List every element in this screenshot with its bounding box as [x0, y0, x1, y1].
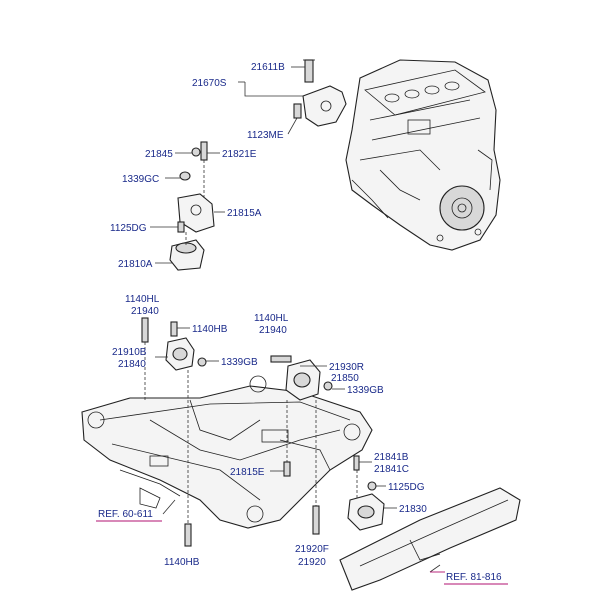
label-21841B: 21841B — [374, 452, 409, 463]
label-21930R: 21930R — [329, 362, 364, 373]
label-1339GB-left: 1339GB — [221, 357, 258, 368]
label-21920F: 21920F — [295, 544, 329, 555]
label-1140HL-left: 1140HL — [125, 294, 160, 305]
label-1140HL-right: 1140HL — [254, 313, 289, 324]
label-1339GB-right: 1339GB — [347, 385, 384, 396]
part-labels: 21611B 21670S 1123ME 21845 21821E 1339GC… — [110, 62, 427, 568]
label-21920: 21920 — [298, 557, 326, 568]
label-21810A: 21810A — [118, 259, 153, 270]
label-1140HB-bottom: 1140HB — [164, 557, 200, 568]
label-21910B: 21910B — [112, 347, 147, 358]
label-21845: 21845 — [145, 149, 173, 160]
mount-assembly-21810A — [169, 141, 215, 271]
label-1125DG-top: 1125DG — [110, 223, 147, 234]
label-21841C: 21841C — [374, 464, 409, 475]
label-21821E: 21821E — [222, 149, 257, 160]
transmission-mount-21830 — [184, 455, 521, 591]
mount-21930R — [270, 355, 333, 477]
label-21940-left: 21940 — [131, 306, 159, 317]
label-1123ME: 1123ME — [247, 130, 284, 141]
label-21670S: 21670S — [192, 78, 227, 89]
label-21830: 21830 — [399, 504, 427, 515]
label-21815A: 21815A — [227, 208, 262, 219]
label-1140HB-left: 1140HB — [192, 324, 228, 335]
mount-21910B — [141, 317, 207, 371]
label-21611B: 21611B — [251, 62, 285, 73]
engine-block-illustration — [345, 59, 501, 251]
subframe-illustration — [81, 375, 373, 529]
label-21940-right: 21940 — [259, 325, 287, 336]
label-21840: 21840 — [118, 359, 146, 370]
leader-lines — [144, 66, 441, 573]
ref-link-60-611[interactable]: REF. 60-611 — [96, 509, 162, 522]
ref-81-816-text[interactable]: REF. 81-816 — [446, 572, 502, 583]
ref-60-611-text[interactable]: REF. 60-611 — [98, 509, 153, 520]
label-21815E: 21815E — [230, 467, 265, 478]
mount-bracket-21670S — [293, 59, 347, 127]
ref-link-81-816[interactable]: REF. 81-816 — [430, 571, 508, 585]
label-1125DG-bottom: 1125DG — [388, 482, 425, 493]
label-1339GC: 1339GC — [122, 174, 159, 185]
label-21850: 21850 — [331, 373, 359, 384]
